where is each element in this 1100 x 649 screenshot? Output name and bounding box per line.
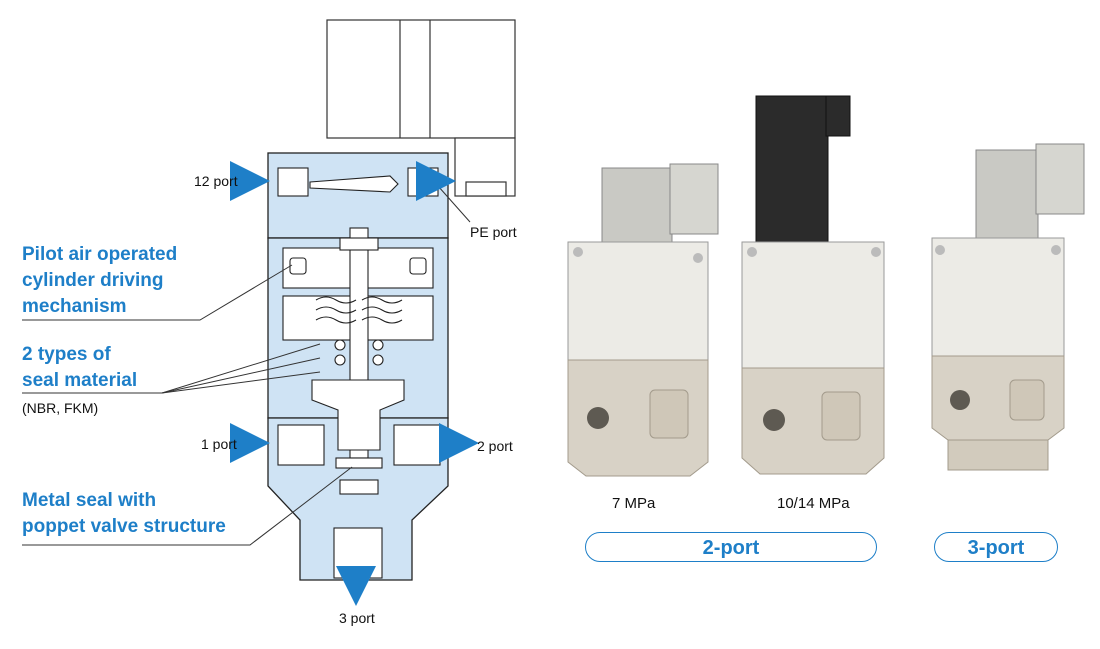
product-3port-image [931,143,1085,471]
leader-lines [22,185,471,546]
pressure-label-7mpa: 7 MPa [612,495,656,512]
product-7mpa-image [567,163,719,477]
metal-seal-feature-label: Metal seal with poppet valve structure [22,490,226,537]
port-1-label: 1 port [201,436,237,452]
pilot-feature-label: Pilot air operated cylinder driving mech… [22,244,178,317]
seal-feature-label: 2 types of seal material [22,344,138,391]
port-12-label: 12 port [194,173,238,189]
two-port-badge: 2-port [585,532,877,562]
three-port-badge: 3-port [934,532,1058,562]
product-10-14mpa-image [741,95,885,475]
pressure-label-10-14mpa: 10/14 MPa [777,495,850,512]
solenoid-head [326,19,516,197]
seal-material-note: (NBR, FKM) [22,400,99,416]
port-2-label: 2 port [477,438,513,454]
pe-port-label: PE port [470,224,517,240]
port-arrows [230,161,479,606]
port-3-label: 3 port [339,610,375,626]
